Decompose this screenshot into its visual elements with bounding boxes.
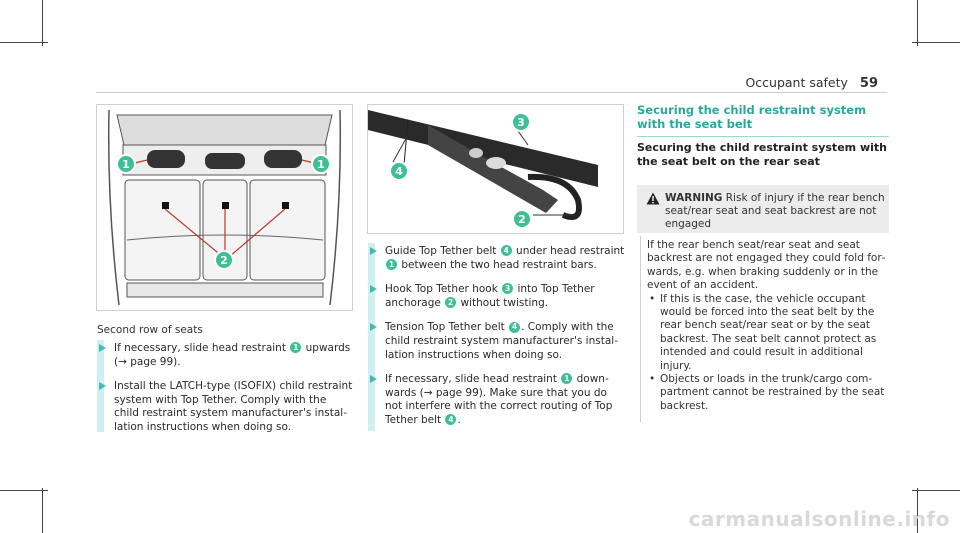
crop-mark — [0, 42, 48, 43]
crop-mark — [912, 42, 960, 43]
callout-2: 2 — [214, 250, 234, 270]
callout-1-left: 1 — [116, 154, 136, 174]
instruction-step: Guide Top Tether belt 4 under head restr… — [370, 245, 625, 272]
col2-steps: Guide Top Tether belt 4 under head restr… — [370, 245, 625, 439]
ref-4-icon: 4 — [509, 321, 521, 333]
ref-1-icon: 1 — [386, 258, 397, 270]
instruction-bar — [368, 243, 375, 431]
ref-2-icon: 2 — [445, 297, 457, 309]
instruction-step: Tension Top Tether belt 4. Comply with t… — [370, 321, 625, 362]
header-rule — [96, 92, 887, 93]
warning-header: WARNING Risk of injury if the rear bench… — [637, 185, 889, 233]
instruction-step: Hook Top Tether hook 3 into Top Tether a… — [370, 283, 625, 310]
section-name: Occupant safety — [745, 75, 848, 90]
ref-1-icon: 1 — [290, 342, 302, 354]
crop-mark — [917, 0, 918, 46]
crop-mark — [912, 490, 960, 491]
step-arrow-icon — [370, 323, 377, 332]
crop-mark — [0, 490, 48, 491]
section-rule — [637, 136, 889, 137]
page-header: Occupant safety 59 — [745, 75, 878, 91]
callout-4: 4 — [389, 161, 409, 181]
warning-label: WARNING — [665, 192, 723, 204]
instruction-step: If necessary, slide head restraint 1 upw… — [99, 342, 354, 369]
crop-mark — [42, 0, 43, 46]
step-arrow-icon — [370, 375, 377, 384]
top-tether-figure: 3 4 2 — [367, 104, 624, 234]
watermark: carmanualsonline.info — [688, 507, 950, 531]
ref-4-icon: 4 — [500, 245, 512, 257]
rear-seats-figure: 1 1 2 — [96, 104, 353, 311]
ref-1-icon: 1 — [561, 373, 573, 385]
callout-2: 2 — [512, 209, 532, 229]
warning-body: If the rear bench seat/rear seat and sea… — [637, 236, 889, 422]
warning-heading-text: WARNING Risk of injury if the rear bench… — [665, 192, 885, 232]
col1-steps: If necessary, slide head restraint 1 upw… — [99, 342, 354, 446]
warning-border — [640, 236, 641, 422]
instruction-step: If necessary, slide head restraint 1 dow… — [370, 373, 625, 427]
callout-3: 3 — [511, 112, 531, 132]
subsection-title: Securing the child restraint system with… — [637, 141, 887, 168]
step-arrow-icon — [370, 285, 377, 294]
page-number: 59 — [859, 76, 878, 91]
warning-bullet: Objects or loads in the trunk/cargo com­… — [647, 373, 887, 413]
step-arrow-icon — [99, 344, 106, 352]
ref-4-icon: 4 — [445, 414, 457, 426]
figure-caption: Second row of seats — [97, 324, 203, 336]
callout-1-right: 1 — [311, 154, 331, 174]
warning-bullet: If this is the case, the vehicle occupan… — [647, 293, 887, 373]
top-tether-illustration — [368, 105, 623, 233]
warning-triangle-icon — [646, 192, 660, 205]
step-arrow-icon — [370, 247, 377, 255]
warning-summary: Risk of injury if the rear bench seat/re… — [665, 192, 885, 231]
rear-seats-illustration — [97, 105, 352, 310]
warning-body-text: If the rear bench seat/rear seat and sea… — [647, 239, 886, 292]
crop-mark — [42, 488, 43, 533]
step-arrow-icon — [99, 382, 106, 391]
section-title: Securing the child restraint system with… — [637, 103, 867, 131]
instruction-step: Install the LATCH-type (ISOFIX) child re… — [99, 380, 354, 434]
crop-mark — [917, 488, 918, 533]
ref-3-icon: 3 — [502, 283, 514, 295]
